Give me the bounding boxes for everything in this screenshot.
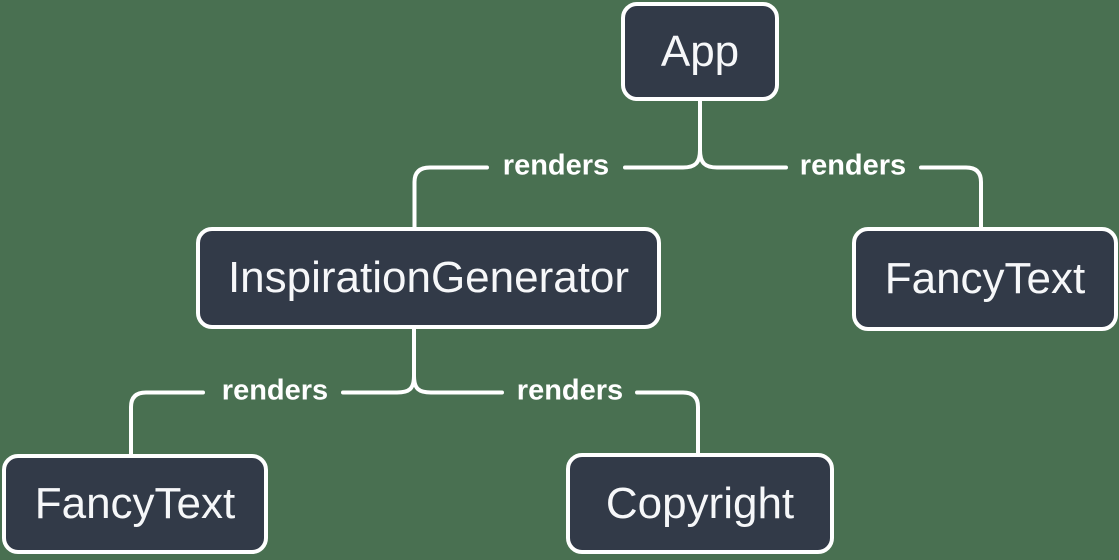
node-app: App [621, 2, 779, 101]
node-copyright: Copyright [566, 453, 834, 554]
node-label-copyright: Copyright [605, 478, 795, 528]
node-fancy-text-right: FancyText [852, 227, 1118, 331]
edge-app-to-fancytext-right-arm [919, 165, 983, 230]
edge-label-renders-inspirationgenerator-copyright: renders [516, 374, 624, 407]
edge-label-renders-inspirationgenerator-fancytext-left: renders [221, 374, 329, 407]
edge-inspirationgenerator-to-copyright-trunk [412, 325, 504, 395]
edge-inspirationgenerator-to-fancytext-left-trunk [341, 325, 416, 395]
edge-app-to-fancytext-right-trunk [698, 99, 788, 170]
node-label-fancy-text-right: FancyText [884, 254, 1086, 303]
node-label-app: App [660, 26, 740, 76]
node-inspiration-generator: InspirationGenerator [196, 227, 661, 329]
edge-inspirationgenerator-to-fancytext-left-arm [129, 390, 205, 458]
edge-app-to-inspirationgenerator-arm [412, 165, 489, 230]
edge-app-to-inspirationgenerator-trunk [623, 99, 702, 170]
edge-label-renders-app-inspirationgenerator: renders [502, 149, 610, 182]
node-label-inspiration-generator: InspirationGenerator [227, 253, 630, 302]
node-fancy-text-left: FancyText [2, 454, 268, 554]
node-label-fancy-text-left: FancyText [34, 479, 236, 528]
edge-label-renders-app-fancytext-right: renders [799, 149, 907, 182]
edge-inspirationgenerator-to-copyright-arm [635, 390, 700, 457]
